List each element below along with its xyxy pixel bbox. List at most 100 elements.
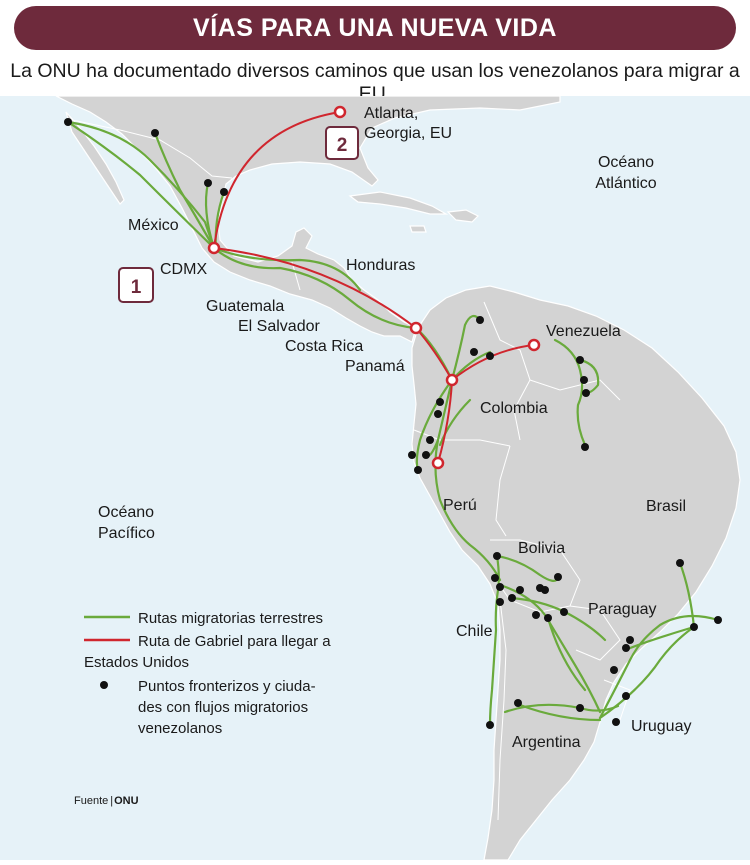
marker-peru xyxy=(431,456,445,470)
border-colombia-venezuela xyxy=(483,301,531,441)
source-name: ONU xyxy=(114,795,139,807)
green-route xyxy=(488,554,500,727)
green-route xyxy=(518,703,602,722)
border-venezuela-brasil xyxy=(529,379,621,401)
dot xyxy=(690,623,698,631)
marker-box-2: 2 xyxy=(325,126,359,160)
green-route xyxy=(438,398,472,447)
dot xyxy=(582,389,590,397)
label-honduras: Honduras xyxy=(346,257,415,274)
dot xyxy=(496,598,504,606)
marker-cdmx xyxy=(207,241,221,255)
legend-red-label-2: Estados Unidos xyxy=(84,654,189,671)
dot xyxy=(532,611,540,619)
label-guatemala: Guatemala xyxy=(206,298,284,315)
green-route xyxy=(212,246,362,292)
label-atlanta-2: Georgia, EU xyxy=(364,125,452,142)
dot xyxy=(496,583,504,591)
source-prefix: Fuente xyxy=(74,795,108,807)
map-container: 1 2 Atlanta, Georgia, EU Océano Atlántic… xyxy=(0,95,750,861)
dot xyxy=(612,718,620,726)
marker-panama xyxy=(409,321,423,335)
dot xyxy=(64,118,72,126)
dot xyxy=(508,594,516,602)
dot xyxy=(580,376,588,384)
source-divider: | xyxy=(110,795,113,807)
legend-green-label: Rutas migratorias terrestres xyxy=(138,610,323,627)
label-chile: Chile xyxy=(456,623,493,640)
legend: Rutas migratorias terrestres Ruta de Gab… xyxy=(84,610,331,737)
dot xyxy=(622,692,630,700)
dot xyxy=(151,129,159,137)
legend-red-label-1: Ruta de Gabriel para llegar a xyxy=(138,633,331,650)
green-route xyxy=(66,120,216,250)
label-panama: Panamá xyxy=(345,358,405,375)
border-group xyxy=(71,119,631,821)
dot xyxy=(493,552,501,560)
dot xyxy=(581,443,589,451)
dot xyxy=(220,188,228,196)
dot xyxy=(516,586,524,594)
hispaniola xyxy=(446,209,480,223)
label-oceano-atlantico-1: Océano xyxy=(598,154,654,171)
south-america-land xyxy=(411,285,741,861)
border-colombia-peru xyxy=(413,429,511,447)
dot xyxy=(541,586,549,594)
label-bolivia: Bolivia xyxy=(518,540,565,557)
label-paraguay: Paraguay xyxy=(588,601,657,618)
dot xyxy=(544,614,552,622)
dot xyxy=(554,573,562,581)
label-uruguay: Uruguay xyxy=(631,718,691,735)
dot xyxy=(576,356,584,364)
dot xyxy=(676,559,684,567)
label-peru: Perú xyxy=(443,497,477,514)
jamaica xyxy=(409,225,427,233)
green-route xyxy=(212,246,418,330)
dot xyxy=(436,398,444,406)
dot xyxy=(422,451,430,459)
marker-box-1-label: 1 xyxy=(131,277,142,298)
green-route xyxy=(678,561,696,629)
marker-box-1: 1 xyxy=(118,267,154,303)
dot xyxy=(486,721,494,729)
green-route xyxy=(598,625,696,720)
dot xyxy=(408,451,416,459)
label-atlanta-1: Atlanta, xyxy=(364,105,418,122)
dot xyxy=(610,666,618,674)
label-colombia: Colombia xyxy=(480,400,548,417)
label-cdmx: CDMX xyxy=(160,261,207,278)
cuba xyxy=(348,191,449,215)
green-route xyxy=(546,616,587,692)
label-costa-rica: Costa Rica xyxy=(285,338,363,355)
dot xyxy=(434,410,442,418)
baja-california xyxy=(65,111,125,205)
dot xyxy=(476,316,484,324)
green-route xyxy=(498,583,602,714)
green-route xyxy=(450,314,482,382)
dot xyxy=(486,352,494,360)
dot xyxy=(491,574,499,582)
dot xyxy=(622,644,630,652)
dot xyxy=(470,348,478,356)
land-group xyxy=(55,95,741,861)
border-chile-argentina xyxy=(497,599,507,821)
legend-dots-label-2: des con flujos migratorios xyxy=(138,699,308,716)
red-markers xyxy=(207,105,541,470)
border-bolivia xyxy=(490,539,581,613)
page-title: VÍAS PARA UNA NUEVA VIDA xyxy=(193,13,557,42)
border-uruguay xyxy=(603,679,631,721)
dot xyxy=(514,699,522,707)
red-route-segment xyxy=(213,111,341,249)
marker-venezuela xyxy=(527,338,541,352)
red-route-segment xyxy=(213,247,417,329)
title-banner: VÍAS PARA UNA NUEVA VIDA xyxy=(14,6,736,50)
north-america-land xyxy=(55,95,561,343)
legend-dots-label-1: Puntos fronterizos y ciuda- xyxy=(138,678,316,695)
label-venezuela: Venezuela xyxy=(546,323,621,340)
label-oceano-pacifico-2: Pacífico xyxy=(98,525,155,542)
green-route xyxy=(553,338,587,447)
green-route xyxy=(434,378,502,582)
border-dots xyxy=(64,118,722,729)
source-credit: Fuente|ONU xyxy=(74,795,139,807)
dot xyxy=(626,636,634,644)
